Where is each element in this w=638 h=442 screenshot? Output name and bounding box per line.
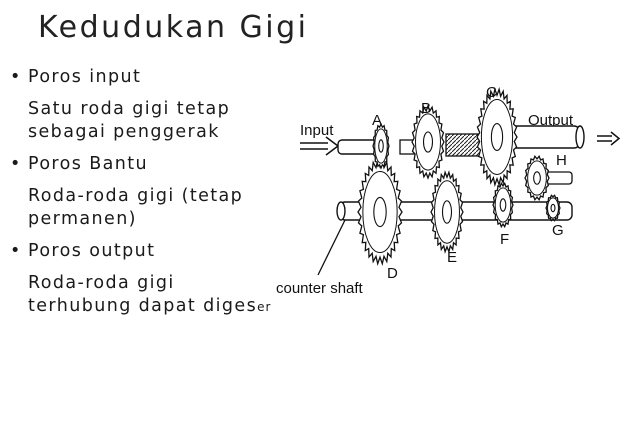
bullet-line: sebagai penggerak <box>28 122 220 142</box>
bullet-heading: Poros output <box>28 241 156 261</box>
bullet-line: Roda-roda gigi (tetap <box>28 186 244 206</box>
bullet-poros-input: • Poros input <box>10 66 310 89</box>
bullet-line: terhubung dapat digeser <box>28 296 272 316</box>
bullet-line: Roda-roda gigi <box>28 273 175 293</box>
gear-b <box>411 104 445 180</box>
gear-f <box>492 181 514 229</box>
gear-label-g: G <box>552 222 564 239</box>
gear-g <box>545 194 561 222</box>
bullet-line-suffix: er <box>257 300 272 314</box>
slide-title: Kedudukan Gigi <box>38 10 309 45</box>
gear-h <box>524 155 550 201</box>
output-label: Output <box>528 112 574 129</box>
bullet-poros-output: • Poros output <box>10 240 310 263</box>
bullet-list: • Poros input Satu roda gigi tetap sebag… <box>10 66 310 319</box>
counter-shaft-pointer <box>317 219 346 276</box>
gear-label-d: D <box>387 265 398 282</box>
gear-a <box>372 122 390 170</box>
bullet-marker: • <box>10 67 22 87</box>
bullet-heading: Poros input <box>28 67 142 87</box>
gear-label-e: E <box>447 249 457 266</box>
counter-shaft-label: counter shaft <box>276 280 364 297</box>
gear-d <box>357 157 403 267</box>
bullet-line: permanen) <box>28 209 137 229</box>
gear-label-f: F <box>500 231 509 248</box>
gear-label-h: H <box>556 152 567 169</box>
bullet-line: Satu roda gigi tetap <box>28 99 231 119</box>
input-label: Input <box>300 122 334 139</box>
input-arrow <box>300 136 340 156</box>
bullet-marker: • <box>10 154 22 174</box>
gear-label-c: C <box>486 84 497 101</box>
gear-c <box>476 86 518 188</box>
bullet-poros-bantu: • Poros Bantu <box>10 153 310 176</box>
gear-label-a: A <box>372 112 382 129</box>
gear-label-b: B <box>421 100 431 117</box>
output-arrow <box>597 131 621 146</box>
gear-e <box>430 170 464 254</box>
bullet-marker: • <box>10 241 22 261</box>
gears-group <box>357 86 561 267</box>
bullet-heading: Poros Bantu <box>28 154 149 174</box>
